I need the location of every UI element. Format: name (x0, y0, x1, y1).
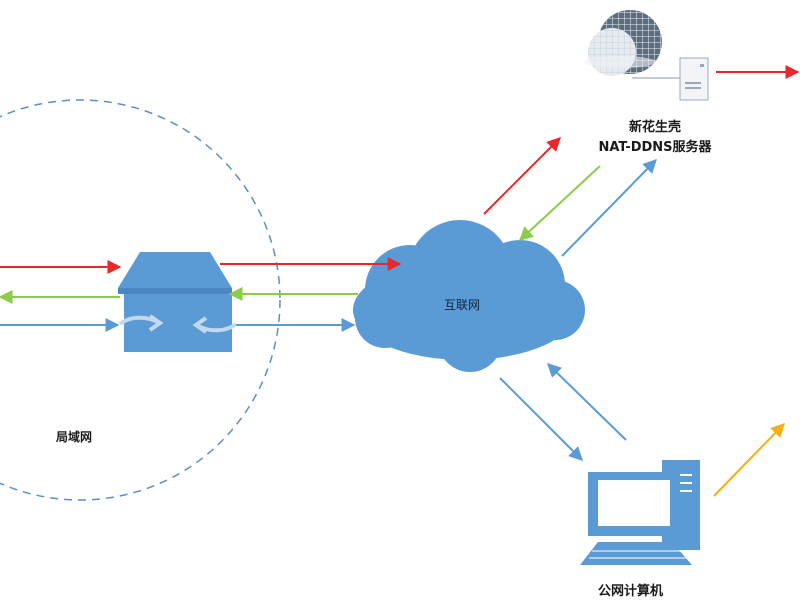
arrow-orange-pc-out (713, 422, 785, 497)
arrow-blue-pc-cloud (546, 363, 627, 441)
server-label: 新花生壳 NAT-DDNS服务器 (590, 118, 720, 158)
server-label-line1: 新花生壳 (628, 120, 681, 135)
arrow-blue-cloud-pc (499, 377, 583, 461)
cloud-icon (353, 220, 585, 372)
arrow-blue-cloud-server (561, 158, 657, 257)
arrow-red-cloud-server (483, 137, 561, 215)
internet-label: 互联网 (444, 298, 481, 312)
computer-icon (580, 460, 700, 565)
arrow-green-server-cloud (518, 165, 601, 241)
public-pc-label: 公网计算机 (598, 584, 664, 599)
server-icon (584, 10, 709, 101)
server-label-line2: NAT-DDNS服务器 (598, 140, 712, 155)
lan-boundary-circle (0, 99, 281, 501)
lan-label: 局域网 (56, 430, 93, 444)
router-icon (118, 252, 238, 352)
